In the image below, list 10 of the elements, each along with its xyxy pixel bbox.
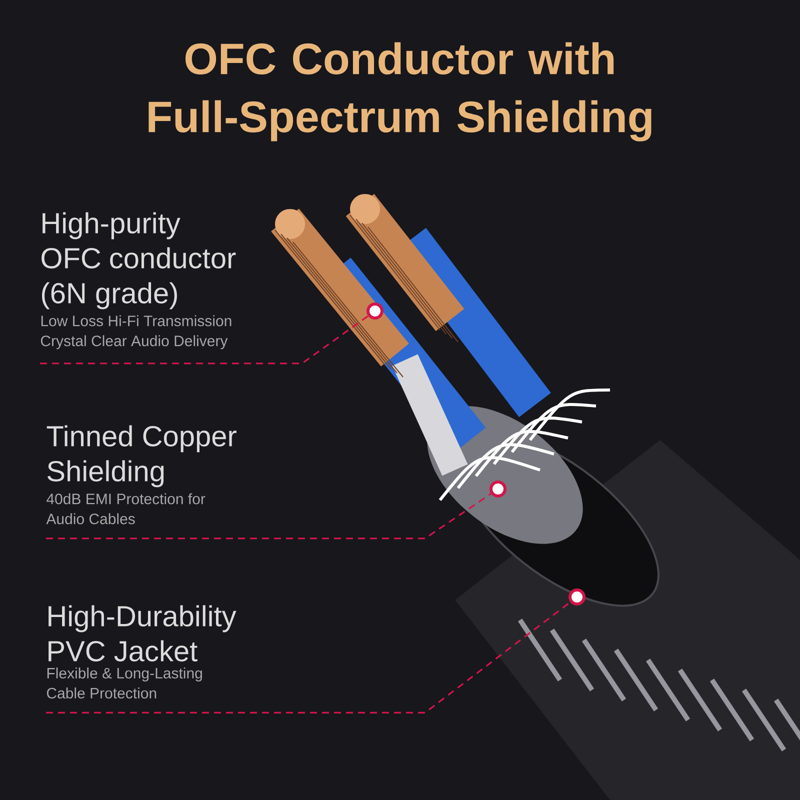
callout-text: Tinned Copper Shielding 40dB EMI Protection for Audio Cables	[46, 425, 236, 524]
callout-text: High-purity OFC conductor (6N grade) Low Loss Hi-Fi Transmission Crystal Clear Audio Delivery	[40, 212, 236, 350]
marker-dot	[568, 588, 586, 606]
callout-text: High-Durability PVC Jacket Flexible & Long-Lasting Cable Protection	[46, 605, 236, 699]
leader-line	[40, 315, 369, 364]
marker-dot	[490, 480, 506, 498]
title: OFC Conductor with Full-Spectrum Shielding	[148, 42, 652, 142]
leader-line	[46, 602, 571, 714]
leader-line	[46, 493, 492, 540]
marker-dot	[366, 302, 384, 320]
